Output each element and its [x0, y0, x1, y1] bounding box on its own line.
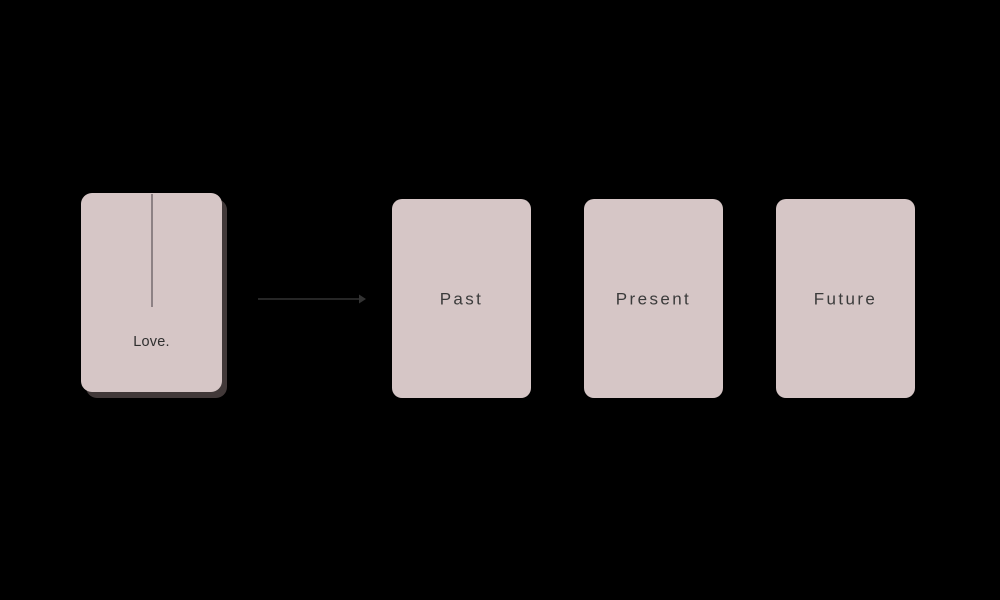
input-card[interactable]: Love.	[81, 193, 222, 392]
text-caret-icon	[151, 194, 153, 307]
flow-arrow	[256, 288, 366, 310]
spread-card-present[interactable]: Present	[584, 199, 723, 398]
spread-card-label: Past	[439, 289, 484, 308]
input-card-text: Love.	[133, 334, 170, 350]
spread-card-label: Present	[615, 289, 692, 308]
arrow-right-icon	[258, 294, 366, 304]
spread-card-past[interactable]: Past	[392, 199, 531, 398]
spread-card-label: Future	[813, 289, 878, 308]
spread-card-future[interactable]: Future	[776, 199, 915, 398]
